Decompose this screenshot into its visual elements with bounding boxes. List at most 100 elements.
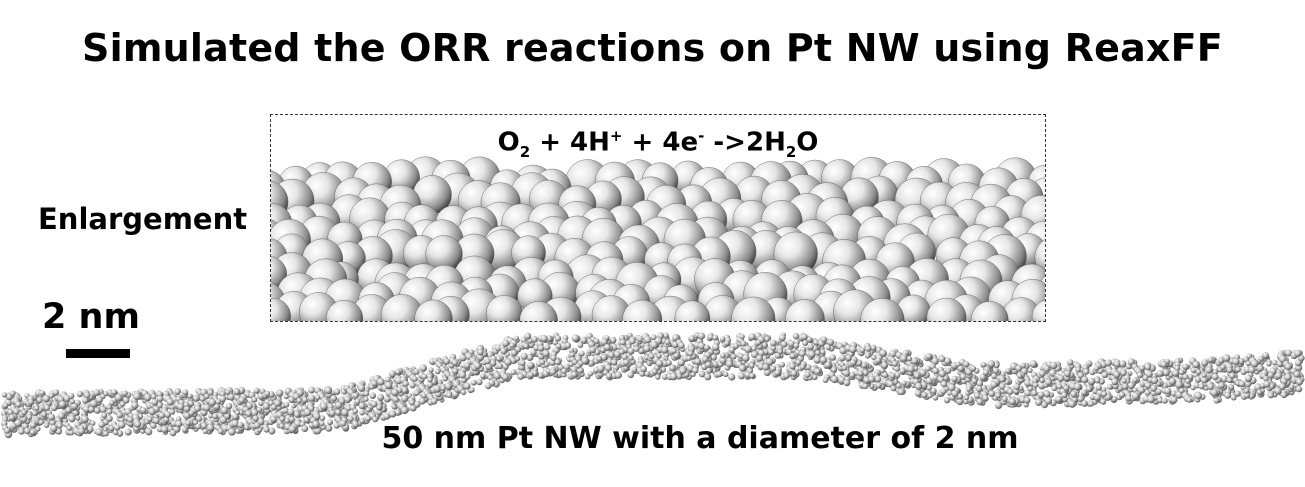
wire-atom xyxy=(158,412,166,419)
wire-atom xyxy=(23,427,31,435)
wire-atom xyxy=(697,342,706,350)
wire-atom xyxy=(1293,371,1301,378)
wire-atom xyxy=(719,336,726,342)
pt-atom xyxy=(860,298,905,321)
wire-atom xyxy=(52,389,60,396)
wire-atom xyxy=(1051,385,1058,392)
wire-atom xyxy=(1122,383,1129,390)
wire-atom xyxy=(1132,392,1140,400)
wire-atom xyxy=(1182,373,1189,380)
wire-atom xyxy=(639,370,646,377)
wire-atom xyxy=(460,377,467,384)
wire-atom xyxy=(401,394,409,403)
wire-atom xyxy=(395,369,401,375)
wire-atom xyxy=(1150,384,1158,392)
wire-atom xyxy=(1045,378,1052,386)
eq-arrow-2h: ->2H xyxy=(704,127,786,158)
wire-atom xyxy=(175,416,182,422)
wire-atom xyxy=(90,420,96,426)
wire-atom xyxy=(319,415,326,421)
wire-atom xyxy=(502,340,510,347)
wire-atom xyxy=(974,392,981,399)
wire-atom xyxy=(150,422,157,429)
wire-atom xyxy=(539,359,546,365)
wire-atom xyxy=(648,353,655,360)
wire-atom xyxy=(703,344,710,351)
wire-atom xyxy=(196,416,203,422)
wire-atom xyxy=(849,372,855,378)
wire-atom xyxy=(116,411,123,419)
wire-atom xyxy=(1016,373,1023,379)
wire-atom xyxy=(1185,378,1191,384)
wire-atom xyxy=(279,423,285,429)
wire-atom xyxy=(188,410,195,416)
wire-atom xyxy=(383,395,391,403)
wire-atom xyxy=(644,336,652,344)
wire-atom xyxy=(1027,386,1034,392)
wire-atom xyxy=(799,350,806,357)
wire-atom xyxy=(728,347,735,353)
wire-atom xyxy=(68,392,75,400)
wire-atom xyxy=(537,345,545,352)
wire-atom xyxy=(694,358,701,365)
wire-atom xyxy=(474,362,481,370)
wire-atom xyxy=(38,419,44,425)
wire-atom xyxy=(1235,366,1241,373)
wire-atom xyxy=(1151,377,1159,384)
wire-atom xyxy=(329,410,336,417)
wire-atom xyxy=(944,367,952,374)
wire-atom xyxy=(29,429,36,436)
wire-atom xyxy=(1218,382,1225,389)
wire-atom xyxy=(187,400,195,407)
wire-atom xyxy=(1067,359,1074,366)
wire-atom xyxy=(938,370,947,378)
wire-atom xyxy=(1266,361,1272,367)
wire-atom xyxy=(1073,383,1082,391)
eq-sub-2b: 2 xyxy=(785,142,797,161)
wire-atom xyxy=(932,395,939,401)
wire-atom xyxy=(183,401,190,408)
wire-atom xyxy=(672,333,680,342)
wire-atom xyxy=(593,338,600,344)
wire-atom xyxy=(596,355,603,362)
wire-atom xyxy=(212,413,218,420)
wire-atom xyxy=(220,391,226,397)
wire-atom xyxy=(76,390,84,398)
wire-atom xyxy=(270,416,277,423)
wire-atom xyxy=(668,364,677,372)
wire-atom xyxy=(262,402,270,410)
wire-atom xyxy=(1100,398,1107,405)
wire-atom xyxy=(1038,370,1046,377)
wire-atom xyxy=(688,335,696,342)
wire-atom xyxy=(748,333,756,341)
wire-atom xyxy=(831,366,837,373)
wire-atom xyxy=(283,401,290,408)
wire-atom xyxy=(861,369,869,377)
wire-atom xyxy=(930,387,937,394)
wire-atom xyxy=(1106,383,1113,390)
wire-atom xyxy=(1178,369,1185,375)
wire-atom xyxy=(127,416,134,423)
wire-atom xyxy=(118,421,126,429)
wire-atom xyxy=(819,356,828,364)
wire-atom xyxy=(965,369,972,376)
wire-atom xyxy=(906,355,913,362)
wire-atom xyxy=(108,425,115,432)
wire-atom xyxy=(69,398,75,405)
wire-atom xyxy=(720,352,726,359)
wire-atom xyxy=(940,380,948,388)
wire-atom xyxy=(813,356,821,364)
wire-atom xyxy=(146,416,153,423)
wire-atom xyxy=(363,396,369,402)
wire-atom xyxy=(301,425,309,432)
wire-atom xyxy=(899,367,906,375)
wire-atom xyxy=(814,368,821,375)
wire-atom xyxy=(1168,377,1176,385)
wire-atom xyxy=(524,332,532,340)
wire-atom xyxy=(314,394,321,401)
wire-atom xyxy=(807,343,814,350)
orr-equation: O2 + 4H+ + 4e- ->2H2O xyxy=(271,127,1045,161)
wire-atom xyxy=(605,364,612,372)
wire-atom xyxy=(202,428,208,434)
wire-atom xyxy=(640,365,647,373)
